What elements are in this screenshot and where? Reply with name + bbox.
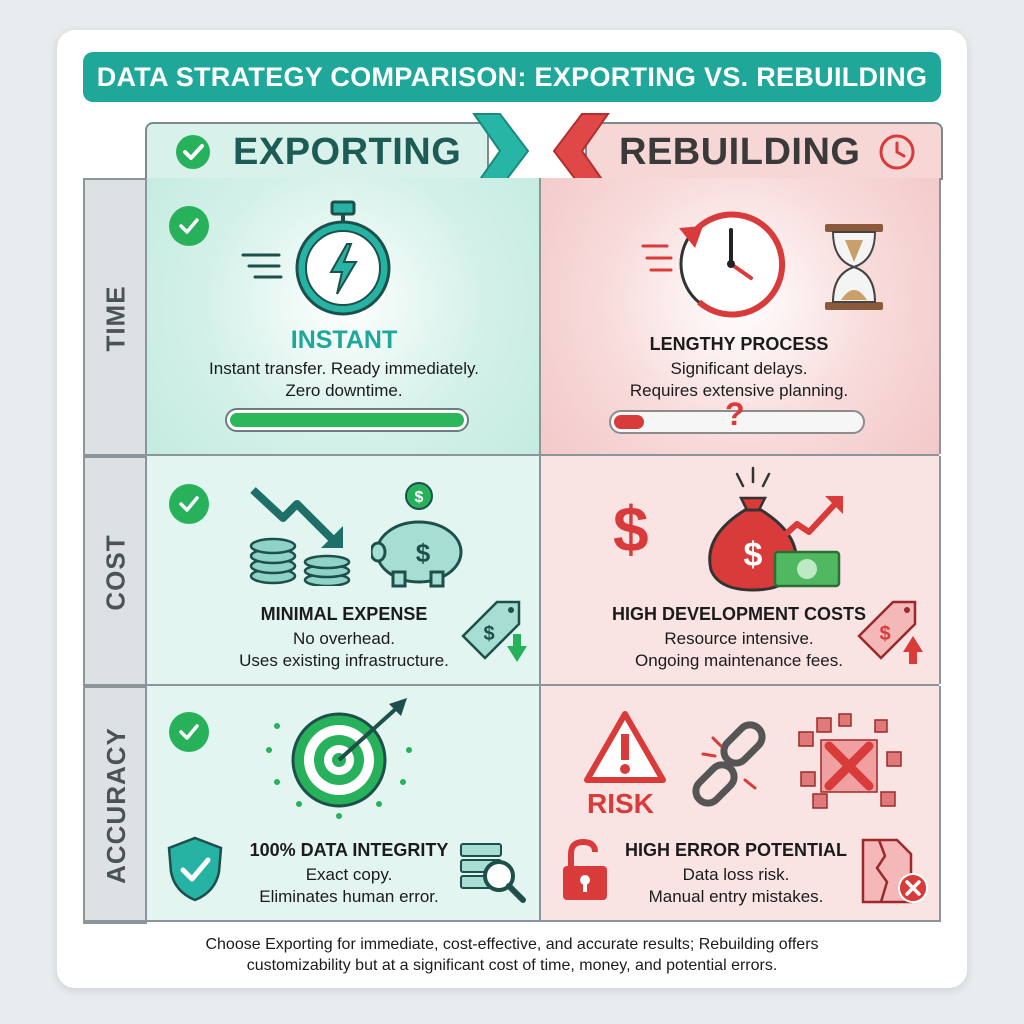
database-search-icon [460,843,526,903]
svg-text:$: $ [744,536,763,574]
time-rebuilding-cell: LENGTHY PROCESS Significant delays. Requ… [539,178,941,454]
warning-icon [584,711,666,783]
rebuilding-column-header: REBUILDING [585,122,943,180]
cost-rebuilding-line2: Ongoing maintenance fees. [635,651,843,670]
price-tag-down-icon: $ [461,600,527,662]
row-label-time: TIME [83,178,147,458]
cost-exporting-line1: No overhead. [292,629,396,648]
corrupted-data-icon [798,713,902,809]
broken-chain-icon [692,721,766,807]
risk-label: RISK [587,788,654,819]
time-exporting-line1: Instant transfer. Ready immediately. [209,359,479,378]
stopwatch-lightning-icon [241,200,391,316]
minimal-expense-heading: MINIMAL EXPENSE [260,604,428,624]
accuracy-exporting-line1: Exact copy. [305,865,393,884]
accuracy-rebuilding-line2: Manual entry mistakes. [648,887,824,906]
svg-text:$: $ [416,538,431,568]
row-divider [83,684,939,686]
shield-check-icon [167,836,223,902]
cost-label: COST [100,533,131,611]
title-banner: DATA STRATEGY COMPARISON: EXPORTING VS. … [83,52,941,102]
column-divider [539,178,541,920]
check-circle-icon [169,484,209,524]
time-rebuilding-line1: Significant delays. [670,359,808,378]
piggy-bank-icon: $ $ [371,482,463,588]
accuracy-label: ACCURACY [100,726,131,884]
accuracy-exporting-line2: Eliminates human error. [259,887,439,906]
row-label-cost: COST [83,456,147,688]
footer-line1: Choose Exporting for immediate, cost-eff… [205,936,819,953]
coins-down-icon [249,487,351,586]
hourglass-icon [825,224,883,310]
dollar-sign-icon: $ [613,493,649,565]
accuracy-rebuilding-cell: RISK HIGH ERROR POTENTIAL Data loss risk… [539,686,941,920]
grid-bottom-border [83,920,941,922]
progress-bar-track [609,410,865,434]
exporting-column-header: EXPORTING [145,122,489,180]
lengthy-process-heading: LENGTHY PROCESS [649,334,829,354]
time-rebuilding-line2: Requires extensive planning. [629,381,849,400]
check-circle-icon [169,712,209,752]
check-circle-icon [169,206,209,246]
cost-rebuilding-line1: Resource intensive. [664,629,814,648]
accuracy-rebuilding-line1: Data loss risk. [682,865,790,884]
data-integrity-heading: 100% DATA INTEGRITY [249,840,449,860]
high-development-costs-heading: HIGH DEVELOPMENT COSTS [611,604,867,624]
instant-heading: INSTANT [290,326,398,354]
progress-bar-fill [230,413,464,427]
high-error-potential-heading: HIGH ERROR POTENTIAL [624,840,847,860]
clock-icon [879,134,915,170]
page-title: DATA STRATEGY COMPARISON: EXPORTING VS. … [96,61,928,92]
time-label: TIME [100,284,131,352]
time-exporting-line2: Zero downtime. [285,381,403,400]
cost-rebuilding-cell: $ $ HIGH DEVELOPMENT COSTS Resource inte… [539,456,941,684]
progress-bar-track [225,408,469,432]
clock-rewind-icon [641,211,785,318]
target-arrow-icon [266,698,412,819]
footer-line2: customizability but at a significant cos… [246,957,778,974]
row-label-accuracy: ACCURACY [83,686,147,924]
cost-exporting-cell: $ $ MINIMAL EXPENSE No overhead. Uses ex… [145,456,541,684]
money-bag-icon: $ [708,466,843,592]
unlocked-padlock-icon [563,838,607,900]
check-circle-icon [176,135,210,169]
footer-summary: Choose Exporting for immediate, cost-eff… [83,934,941,976]
accuracy-exporting-cell: 100% DATA INTEGRITY Exact copy. Eliminat… [145,686,541,920]
row-divider [83,454,939,456]
rebuilding-label: REBUILDING [619,130,861,173]
svg-text:$: $ [483,623,494,645]
svg-text:$: $ [879,623,890,645]
exporting-label: EXPORTING [233,130,462,173]
svg-text:$: $ [415,489,424,506]
cost-exporting-line2: Uses existing infrastructure. [239,651,449,670]
broken-file-error-icon [861,838,928,904]
time-exporting-cell: INSTANT Instant transfer. Ready immediat… [145,178,541,454]
progress-bar-fill [614,415,644,429]
question-mark: ? [725,396,745,432]
price-tag-up-icon: $ [857,600,923,664]
